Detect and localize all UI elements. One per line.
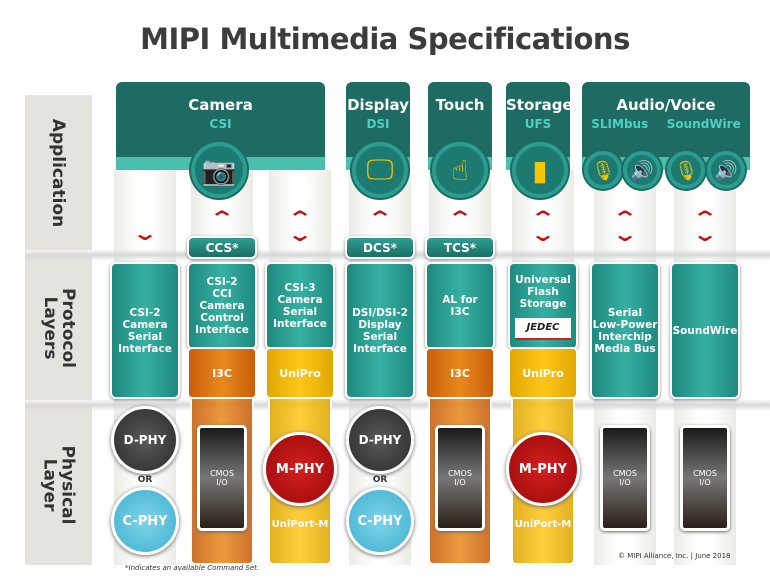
cmos-io: CMOS I/O (197, 425, 247, 531)
protocol-line: CSI-2 (206, 276, 238, 288)
command-set-dcs: DCS* (345, 236, 415, 259)
uniport-m-label: UniPort-M (271, 519, 329, 530)
layer-label-protocol: Protocol Layers (25, 255, 92, 400)
spec-name: SLIMbus (591, 117, 649, 131)
protocol-line: Serial (362, 330, 398, 343)
protocol-line: Display (358, 318, 402, 331)
or-label: OR (137, 475, 153, 485)
arrow-up-icon: ⌃ (366, 206, 394, 230)
protocol-line: AL for (442, 294, 478, 306)
copyright: © MIPI Alliance, Inc. | June 2018 (618, 552, 731, 560)
protocol-line: Serial (607, 306, 643, 319)
arrow-both-icon: ⌃ ⌄ (611, 206, 639, 246)
protocol-line: SoundWire (672, 324, 738, 337)
protocol-box: SoundWire (670, 262, 740, 399)
touch-hand-icon: ☝ (432, 142, 488, 198)
speaker-icon: 🔊 (707, 151, 745, 189)
footnote: *Indicates an available Command Set. (125, 564, 260, 572)
protocol-line: CCI (212, 288, 232, 300)
microphone-icon: 🎙 (667, 151, 705, 189)
protocol-line: Low-Power (592, 318, 658, 331)
arrow-both-icon: ⌃ ⌄ (529, 206, 557, 246)
protocol-line: Universal (515, 274, 571, 286)
page-title: MIPI Multimedia Specifications (140, 22, 630, 56)
protocol-line: I3C (450, 306, 470, 318)
m-phy: M-PHY (506, 432, 580, 506)
monitor-icon: 🖵 (352, 142, 408, 198)
group-title: Touch (435, 96, 485, 114)
uniport-m-label: UniPort-M (514, 519, 572, 530)
command-set-ccs: CCS* (187, 236, 257, 259)
or-label: OR (372, 475, 388, 485)
protocol-line: Interface (195, 324, 249, 336)
protocol-line: Storage (519, 298, 567, 310)
protocol-line: CSI-2 (129, 306, 161, 319)
label: Physical Layer (39, 445, 78, 525)
group-title: Camera (188, 96, 253, 114)
lower-layer-unipro: UniPro (265, 347, 335, 399)
protocol-line: Interface (353, 342, 407, 355)
m-phy: M-PHY (263, 432, 337, 506)
protocol-line: Interface (118, 342, 172, 355)
arrow-both-icon: ⌃ ⌄ (286, 206, 314, 246)
cmos-io: CMOS I/O (435, 425, 485, 531)
d-phy: D-PHY (111, 406, 179, 474)
protocol-line: Interchip (598, 330, 652, 343)
group-title: Storage (506, 96, 573, 114)
cmos-io: CMOS I/O (600, 425, 650, 531)
label: Protocol Layers (39, 287, 78, 368)
spec-name: SoundWire (666, 117, 741, 131)
d-phy: D-PHY (346, 406, 414, 474)
speaker-icon: 🔊 (623, 151, 661, 189)
microphone-icon: 🎙 (584, 151, 622, 189)
protocol-line: Serial (127, 330, 163, 343)
lower-layer-i3c: I3C (425, 347, 495, 399)
protocol-line: Serial (282, 306, 318, 318)
spec-name: CSI (209, 117, 232, 131)
layer-label-application: Application (25, 95, 92, 250)
spec-name: UFS (524, 117, 552, 131)
protocol-line: Camera (277, 294, 323, 306)
lower-layer-unipro: UniPro (508, 347, 578, 399)
protocol-line: Flash (527, 286, 559, 298)
protocol-line: Media Bus (594, 342, 656, 355)
cmos-io: CMOS I/O (680, 425, 730, 531)
layer-label-physical: Physical Layer (25, 405, 92, 565)
group-title: Display (347, 96, 409, 114)
group-title: Audio/Voice (616, 96, 716, 114)
arrow-both-icon: ⌃ ⌄ (691, 206, 719, 246)
lower-layer-i3c: I3C (187, 347, 257, 399)
protocol-line: Interface (273, 318, 327, 330)
spec-name: DSI (366, 117, 390, 131)
c-phy: C-PHY (346, 487, 414, 555)
protocol-line: Camera (199, 300, 245, 312)
c-phy: C-PHY (111, 487, 179, 555)
label: Application (48, 118, 69, 227)
protocol-line: DSI/DSI-2 (352, 306, 408, 319)
command-set-tcs: TCS* (425, 236, 495, 259)
protocol-line: CSI-3 (284, 282, 316, 294)
protocol-line: Camera (122, 318, 168, 331)
sd-card-icon: ▮ (512, 142, 568, 198)
jedec-logo: JEDEC (515, 318, 571, 340)
camera-icon: 📷 (191, 142, 247, 198)
protocol-line: Control (200, 312, 244, 324)
arrow-down-icon: ⌄ (131, 221, 159, 245)
